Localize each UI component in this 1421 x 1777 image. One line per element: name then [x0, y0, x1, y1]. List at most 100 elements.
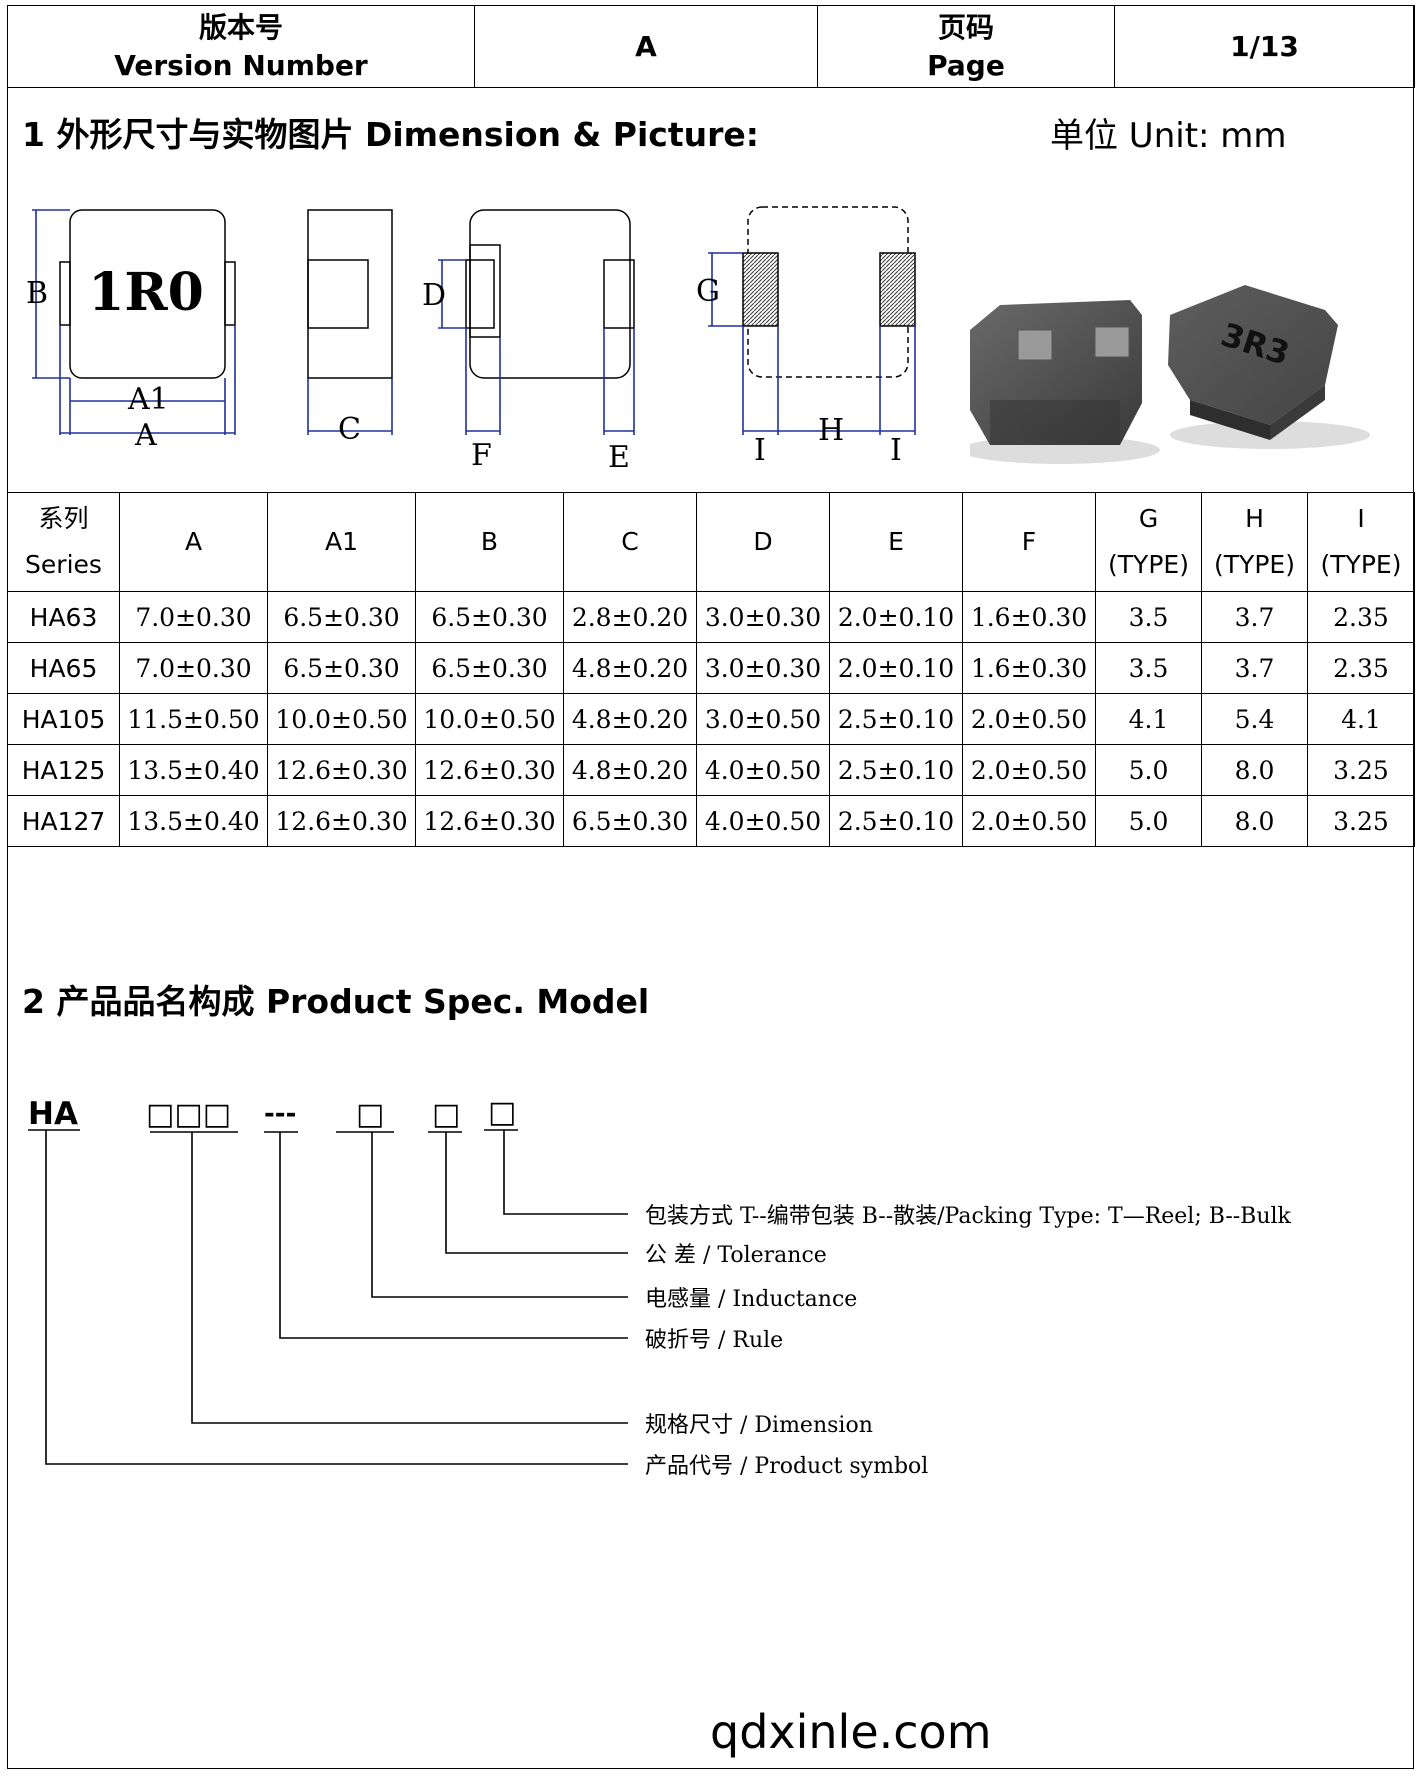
model-tolerance-box: □: [432, 1097, 460, 1132]
table-cell: 2.0±0.50: [962, 795, 1096, 847]
table-cell: 2.0±0.10: [829, 591, 963, 643]
table-header-sublabel: (TYPE): [1108, 550, 1189, 579]
label-i-right: I: [890, 433, 902, 468]
table-cell: 3.0±0.50: [696, 693, 830, 745]
table-cell: 2.35: [1307, 642, 1415, 694]
table-cell: 7.0±0.30: [119, 642, 268, 694]
table-header-cell: C: [563, 492, 697, 592]
page-label-cn: 页码: [937, 10, 994, 44]
table-cell: 11.5±0.50: [119, 693, 268, 745]
side-view-window: [307, 259, 369, 329]
table-cell: 1.6±0.30: [962, 642, 1096, 694]
table-header-label: A1: [324, 527, 358, 556]
table-header-cell: 系列 Series: [7, 492, 120, 592]
table-header-label: 系列: [38, 504, 89, 533]
table-header-label: I: [1357, 504, 1365, 533]
model-dimension-boxes: □□□: [146, 1097, 231, 1132]
page-label-cell: 页码 Page: [817, 5, 1115, 88]
table-cell: 2.5±0.10: [829, 795, 963, 847]
table-cell: 4.8±0.20: [563, 642, 697, 694]
table-cell: 4.1: [1095, 693, 1202, 745]
table-cell: 2.0±0.50: [962, 693, 1096, 745]
table-cell: 5.4: [1201, 693, 1308, 745]
table-cell: 3.7: [1201, 642, 1308, 694]
table-cell: 3.25: [1307, 744, 1415, 796]
table-header-cell: B: [415, 492, 564, 592]
table-cell: 2.35: [1307, 591, 1415, 643]
label-a: A: [134, 418, 157, 453]
table-cell: 13.5±0.40: [119, 795, 268, 847]
table-cell: 3.0±0.30: [696, 642, 830, 694]
table-header-label: C: [621, 527, 639, 556]
version-label-cell: 版本号 Version Number: [7, 5, 475, 88]
label-i-left: I: [754, 433, 766, 468]
series-name-cell: HA65: [7, 642, 120, 694]
table-cell: 10.0±0.50: [267, 693, 416, 745]
table-cell: 3.0±0.30: [696, 591, 830, 643]
label-g: G: [696, 274, 720, 309]
header-table: 版本号 Version Number A 页码 Page 1/13: [7, 5, 1415, 88]
table-cell: 6.5±0.30: [415, 591, 564, 643]
series-name-cell: HA63: [7, 591, 120, 643]
pad-right: [879, 252, 916, 327]
table-header-label: B: [480, 527, 499, 556]
section2-title: 2 产品品名构成 Product Spec. Model: [22, 982, 650, 1021]
table-cell: 3.25: [1307, 795, 1415, 847]
table-cell: 5.0: [1095, 795, 1202, 847]
table-header-cell: I(TYPE): [1307, 492, 1415, 592]
table-cell: 2.0±0.10: [829, 642, 963, 694]
unit-label: 单位 Unit: mm: [1050, 116, 1287, 156]
table-cell: 12.6±0.30: [415, 795, 564, 847]
table-cell: 4.0±0.50: [696, 795, 830, 847]
table-cell: 6.5±0.30: [415, 642, 564, 694]
table-cell: 1.6±0.30: [962, 591, 1096, 643]
table-cell: 2.5±0.10: [829, 744, 963, 796]
table-cell: 3.5: [1095, 591, 1202, 643]
front-view-marking: 1R0: [88, 262, 204, 323]
label-a1: A1: [127, 382, 169, 417]
table-cell: 13.5±0.40: [119, 744, 268, 796]
table-cell: 3.5: [1095, 642, 1202, 694]
table-cell: 6.5±0.30: [563, 795, 697, 847]
label-d: D: [422, 278, 446, 313]
pad-left: [742, 252, 779, 327]
table-cell: 4.8±0.20: [563, 693, 697, 745]
table-header-cell: F: [962, 492, 1096, 592]
table-header-label: E: [888, 527, 904, 556]
page-value: 1/13: [1114, 5, 1415, 88]
model-structure-diagram: HA □□□ --- □ □ □: [28, 1095, 628, 1465]
legend-packing: 包装方式 T--编带包装 B--散装/Packing Type: T—Reel;…: [645, 1204, 1291, 1229]
table-cell: 6.5±0.30: [267, 591, 416, 643]
model-prefix: HA: [28, 1096, 78, 1132]
legend-tolerance: 公 差 / Tolerance: [645, 1243, 827, 1268]
photo-terminal-right: [1094, 326, 1130, 358]
table-header-label: D: [753, 527, 773, 556]
table-cell: 12.6±0.30: [415, 744, 564, 796]
side-view-body: [307, 209, 393, 379]
model-packing-box: □: [488, 1095, 516, 1130]
section1-title: 1 外形尺寸与实物图片 Dimension & Picture:: [22, 115, 759, 154]
table-cell: 4.8±0.20: [563, 744, 697, 796]
table-header-cell: E: [829, 492, 963, 592]
table-header-cell: A: [119, 492, 268, 592]
front-view-terminal-left: [59, 261, 71, 326]
dimension-drawing: 1R0 B A1 A C D F E G I H I: [26, 206, 916, 475]
table-header-cell: G(TYPE): [1095, 492, 1202, 592]
table-cell: 6.5±0.30: [267, 642, 416, 694]
bottom-view-pad-outer-left: [469, 244, 501, 338]
table-cell: 5.0: [1095, 744, 1202, 796]
legend-dimension: 规格尺寸 / Dimension: [645, 1413, 873, 1438]
legend-inductance: 电感量 / Inductance: [645, 1287, 858, 1312]
table-header-sublabel: Series: [25, 550, 102, 579]
table-cell: 2.8±0.20: [563, 591, 697, 643]
table-header-label: F: [1021, 527, 1037, 556]
bottom-view-pad-left: [465, 259, 495, 329]
table-cell: 3.7: [1201, 591, 1308, 643]
table-cell: 8.0: [1201, 744, 1308, 796]
